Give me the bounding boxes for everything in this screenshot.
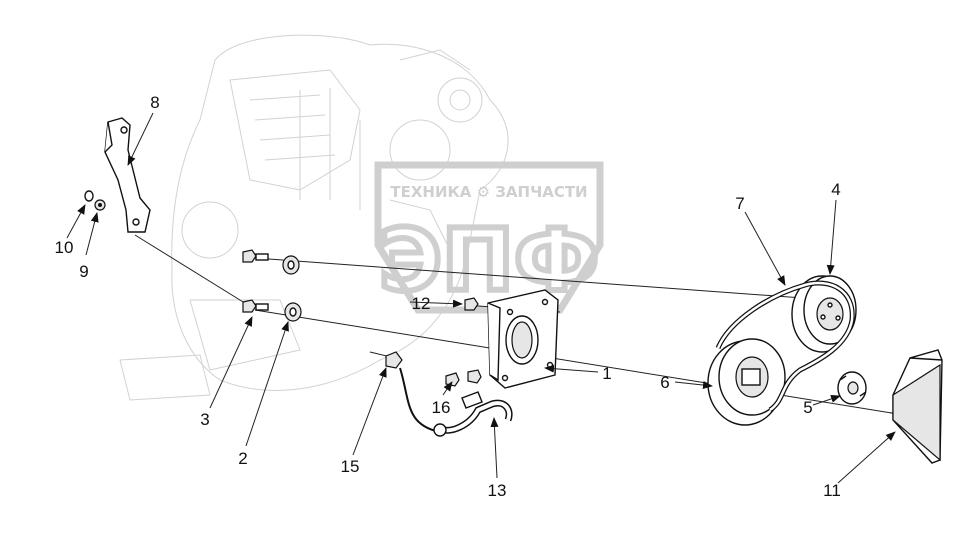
callout-13: 13 — [488, 481, 507, 500]
watermark-top-text: ТЕХНИКА ⚙ ЗАПЧАСТИ — [390, 183, 587, 201]
callout-4: 4 — [831, 180, 840, 199]
callout-15: 15 — [341, 457, 360, 476]
fitting-part-15 — [385, 351, 403, 369]
mounting-plate-part-1 — [487, 289, 559, 389]
callout-6: 5 — [803, 398, 812, 417]
belt-part-7 — [715, 280, 855, 413]
bolt-part-12 — [464, 297, 479, 311]
spacer-part-2-upper — [282, 255, 300, 275]
bolt-part-3 — [242, 299, 269, 313]
callout-5: 6 — [660, 373, 669, 392]
callout-8: 8 — [150, 93, 159, 112]
callout-1: 1 — [602, 364, 611, 383]
washer-part-9 — [94, 199, 106, 211]
pulley-part-5 — [707, 338, 786, 426]
watermark: ТЕХНИКА ⚙ ЗАПЧАСТИ ЭПФ — [374, 161, 604, 314]
callout-12: 12 — [412, 294, 431, 313]
leader-lines — [66, 112, 896, 484]
callout-11: 11 — [823, 481, 841, 500]
hose-part-13 — [399, 367, 513, 437]
bolt-part-10 — [84, 190, 94, 202]
spacer-part-2 — [284, 302, 302, 322]
callout-3: 3 — [200, 410, 209, 429]
bracket-part-8 — [104, 117, 151, 233]
callout-labels: 8 10 9 3 2 15 12 16 13 1 6 7 4 5 11 — [55, 93, 841, 500]
callout-9: 9 — [79, 262, 88, 281]
callout-7: 7 — [735, 194, 744, 213]
bolt-part-3-upper — [242, 249, 269, 263]
callout-16: 16 — [432, 398, 451, 417]
callout-2: 2 — [238, 449, 247, 468]
hub-part-6 — [837, 371, 867, 405]
watermark-logo: ЭПФ — [379, 211, 599, 311]
guard-part-11 — [892, 349, 943, 464]
engine-ghost-outline — [119, 34, 509, 401]
callout-10: 10 — [55, 238, 74, 257]
